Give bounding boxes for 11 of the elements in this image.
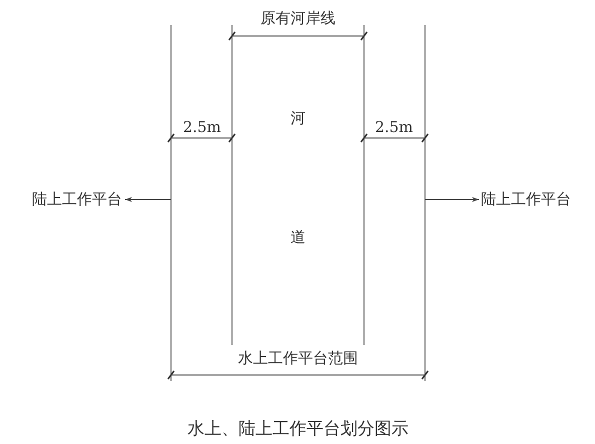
platform-label: 陆上工作平台 [32, 190, 122, 208]
dimension-label: 2.5m [374, 118, 414, 136]
dimension-label: 原有河岸线 [260, 9, 336, 27]
caption: 水上、陆上工作平台划分图示 [188, 420, 408, 438]
river-label: 河 [290, 109, 306, 127]
dimension-label: 2.5m [182, 118, 222, 136]
dimension-label: 水上工作平台范围 [238, 349, 358, 367]
platform-label: 陆上工作平台 [481, 190, 571, 208]
arrow [124, 197, 172, 202]
river-label: 道 [290, 228, 306, 246]
arrow [424, 197, 480, 202]
